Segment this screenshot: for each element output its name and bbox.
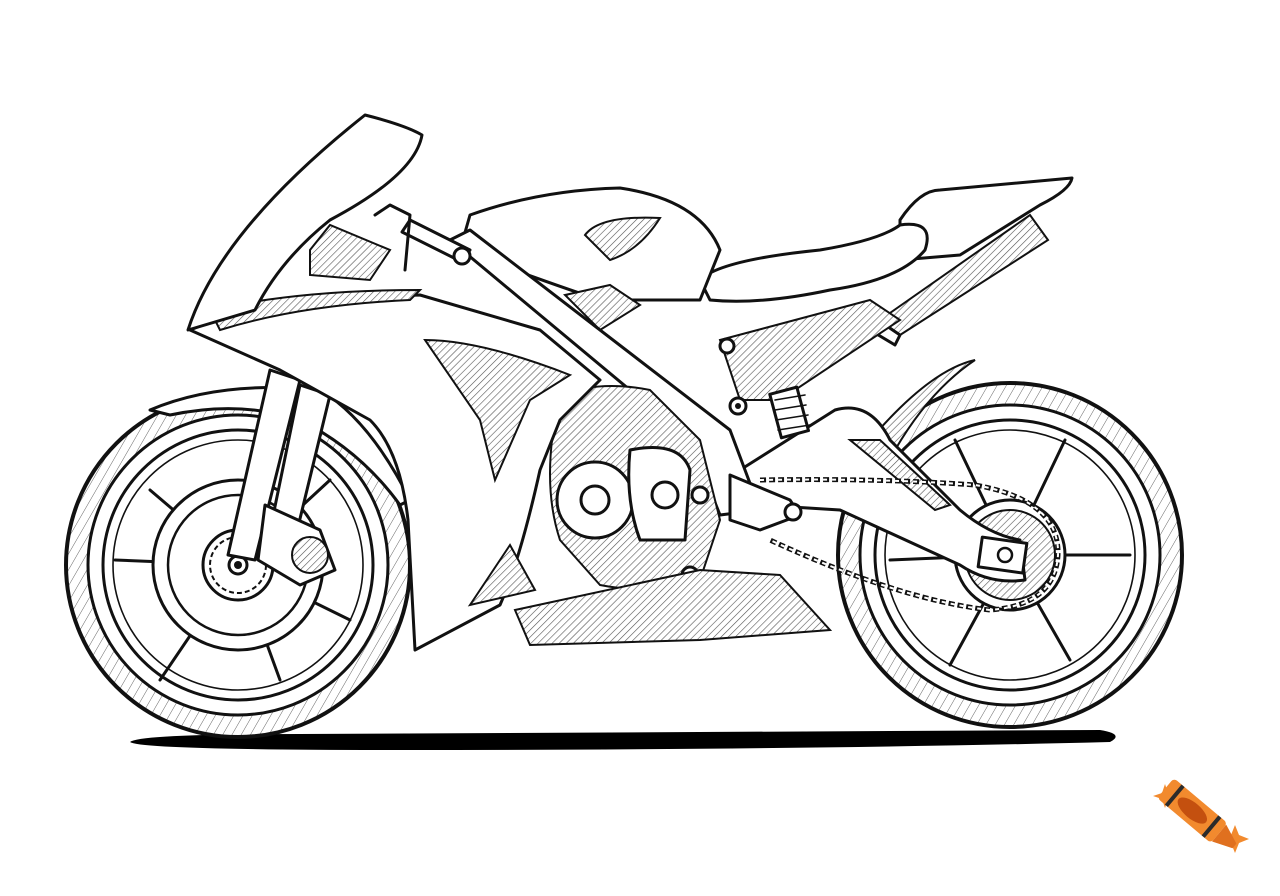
tail-section <box>898 176 1074 262</box>
side-fairing <box>188 288 602 652</box>
handlebar <box>373 203 472 272</box>
windscreen <box>186 113 424 332</box>
footpeg-bracket <box>728 473 802 532</box>
frame-bolts <box>718 337 748 416</box>
chain <box>759 477 1061 613</box>
front-forks <box>226 368 337 587</box>
crayon-logo-icon <box>1153 779 1249 853</box>
seat <box>698 222 929 303</box>
belly-pan <box>513 568 833 647</box>
subframe <box>718 298 902 401</box>
rear-shock <box>768 385 811 440</box>
rear-hugger <box>868 359 976 452</box>
engine <box>549 385 722 590</box>
swingarm <box>738 406 1029 583</box>
ground-shadow <box>130 730 1116 750</box>
